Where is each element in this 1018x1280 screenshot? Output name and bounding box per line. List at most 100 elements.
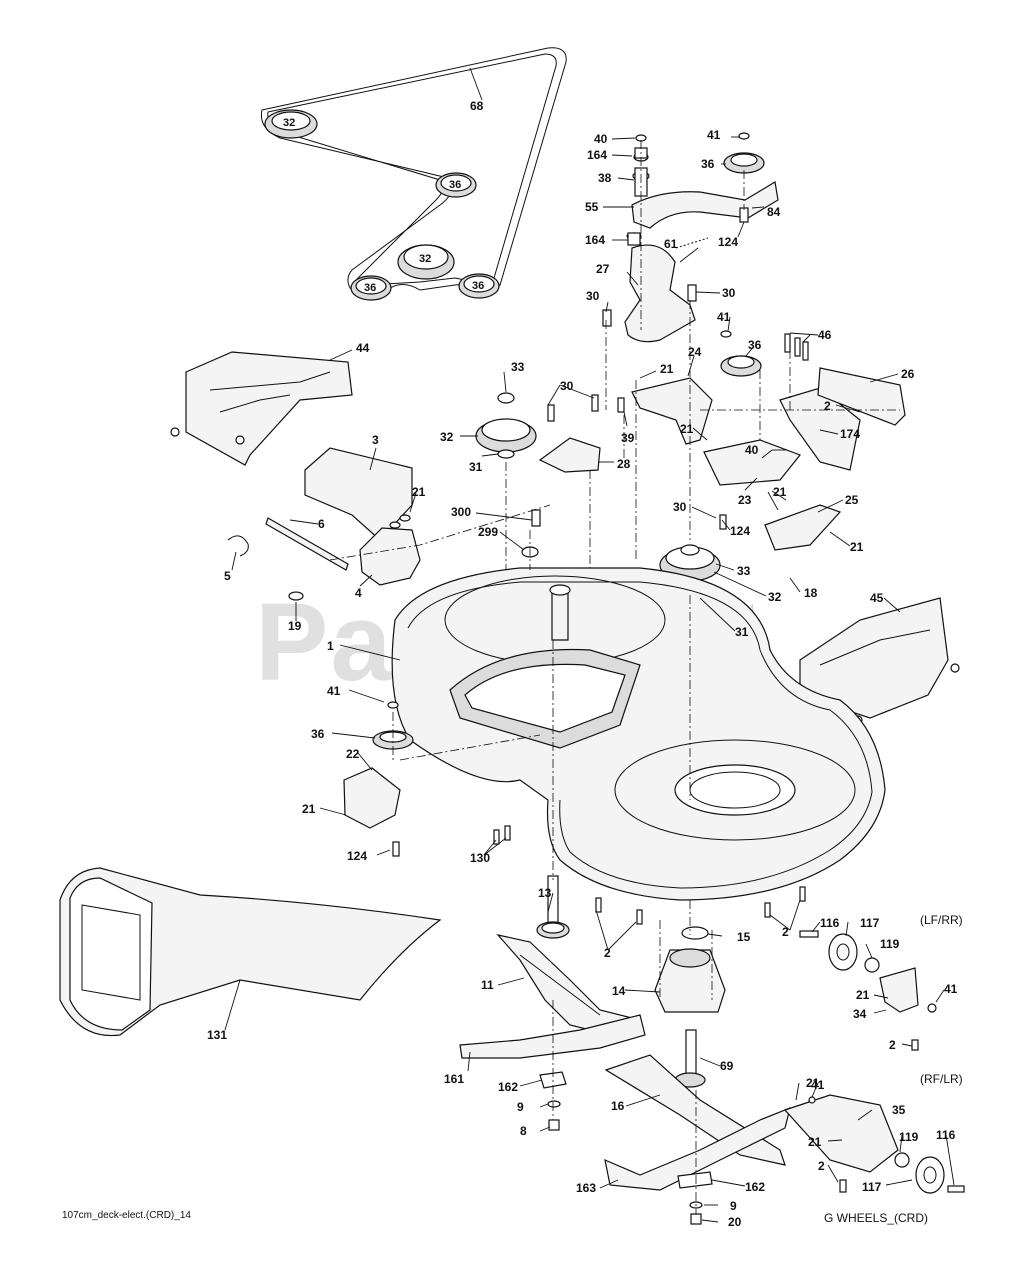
callout-40: 40 <box>745 443 759 457</box>
callout-5: 5 <box>224 569 231 583</box>
assembly-axes <box>329 140 900 1215</box>
callout-22: 22 <box>346 747 360 761</box>
callout-116: 116 <box>820 916 840 930</box>
callout-35: 35 <box>892 1103 906 1117</box>
callout-124: 124 <box>718 235 738 249</box>
callout-2: 2 <box>782 925 789 939</box>
callout-55: 55 <box>585 200 599 214</box>
callout-36: 36 <box>701 157 715 171</box>
caption-gauge-wheels: G WHEELS_(CRD) <box>824 1211 928 1225</box>
callout-8: 8 <box>520 1124 527 1138</box>
callout-36: 36 <box>311 727 325 741</box>
callout-161: 161 <box>444 1072 464 1086</box>
spindle-13 <box>536 875 570 939</box>
callout-36-belt-right: 36 <box>472 280 484 292</box>
callout-44: 44 <box>356 341 370 355</box>
pulley-32-center <box>397 244 455 280</box>
callout-32-belt-center: 32 <box>419 253 431 265</box>
callout-162: 162 <box>745 1180 765 1194</box>
callout-21: 21 <box>412 485 426 499</box>
callout-32: 32 <box>768 590 782 604</box>
discharge-chute-131 <box>59 867 442 1037</box>
callout-39: 39 <box>621 431 635 445</box>
pulley-36-right <box>458 273 500 299</box>
mower-deck <box>391 567 886 901</box>
callout-1: 1 <box>327 639 334 653</box>
callout-36-belt-left: 36 <box>364 282 376 294</box>
callout-40: 40 <box>594 132 608 146</box>
gauge-wheel-lower <box>783 1094 965 1194</box>
bracket-28 <box>538 394 601 473</box>
callout-30: 30 <box>673 500 687 514</box>
callout-21: 21 <box>302 802 316 816</box>
callout-124: 124 <box>347 849 367 863</box>
gauge-wheel-upper <box>799 930 937 1051</box>
caption-rf-lr: (RF/LR) <box>920 1072 963 1086</box>
callout-2: 2 <box>604 946 611 960</box>
callout-300: 300 <box>451 505 471 519</box>
callout-9: 9 <box>517 1100 524 1114</box>
callout-28: 28 <box>617 457 631 471</box>
callout-119: 119 <box>880 937 900 951</box>
callout-4: 4 <box>355 586 362 600</box>
callout-131: 131 <box>207 1028 227 1042</box>
callout-21: 21 <box>856 988 870 1002</box>
callout-299: 299 <box>478 525 498 539</box>
rod-bracket-assembly <box>227 517 421 601</box>
callout-11: 11 <box>481 978 494 992</box>
callout-23: 23 <box>738 493 752 507</box>
callout-117: 117 <box>860 916 880 930</box>
callout-31: 31 <box>735 625 749 639</box>
callout-24: 24 <box>688 345 702 359</box>
callout-21: 21 <box>808 1135 822 1149</box>
callout-20: 20 <box>728 1215 742 1229</box>
right-bracket-assembly <box>617 330 906 551</box>
blade-adapter-162-right <box>677 1171 713 1225</box>
callout-119: 119 <box>899 1130 919 1144</box>
callout-84: 84 <box>767 205 781 219</box>
callout-21: 21 <box>806 1076 820 1090</box>
callout-41: 41 <box>707 128 721 142</box>
caption-lf-rr: (LF/RR) <box>920 913 963 927</box>
callout-25: 25 <box>845 493 859 507</box>
callout-117: 117 <box>862 1180 882 1194</box>
callout-30: 30 <box>586 289 600 303</box>
callout-32: 32 <box>440 430 454 444</box>
belt-routing-diagram <box>260 47 567 301</box>
callout-34: 34 <box>853 1007 867 1021</box>
blade-161 <box>459 1014 646 1059</box>
callout-124: 124 <box>730 524 750 538</box>
callout-46: 46 <box>818 328 832 342</box>
pulley-32-left-deck <box>475 392 537 459</box>
callout-36: 36 <box>748 338 762 352</box>
pulley-32-top <box>264 109 318 139</box>
callout-45: 45 <box>870 591 884 605</box>
callout-30: 30 <box>560 379 574 393</box>
callout-41: 41 <box>327 684 341 698</box>
callout-2: 2 <box>824 399 831 413</box>
callout-27: 27 <box>596 262 610 276</box>
callout-9: 9 <box>730 1199 737 1213</box>
callout-33: 33 <box>737 564 751 578</box>
callout-163: 163 <box>576 1181 596 1195</box>
callout-30: 30 <box>722 286 736 300</box>
callout-19: 19 <box>288 619 302 633</box>
callout-130: 130 <box>470 851 490 865</box>
callout-38: 38 <box>598 171 612 185</box>
leader-lines <box>224 67 955 1223</box>
callout-69: 69 <box>720 1059 734 1073</box>
callout-31: 31 <box>469 460 483 474</box>
callout-16: 16 <box>611 1099 625 1113</box>
callouts: 68 32 36 32 36 36 40 164 38 55 164 27 30… <box>207 99 958 1229</box>
callout-14: 14 <box>612 984 626 998</box>
callout-3: 3 <box>372 433 379 447</box>
callout-41: 41 <box>811 1078 825 1092</box>
pulley-36-upper <box>435 172 477 198</box>
callout-36-belt-upper: 36 <box>449 179 461 191</box>
callout-21: 21 <box>773 485 787 499</box>
callout-32-belt-top: 32 <box>283 117 295 129</box>
callout-41: 41 <box>944 982 958 996</box>
callout-174: 174 <box>840 427 860 441</box>
callout-6: 6 <box>318 517 325 531</box>
